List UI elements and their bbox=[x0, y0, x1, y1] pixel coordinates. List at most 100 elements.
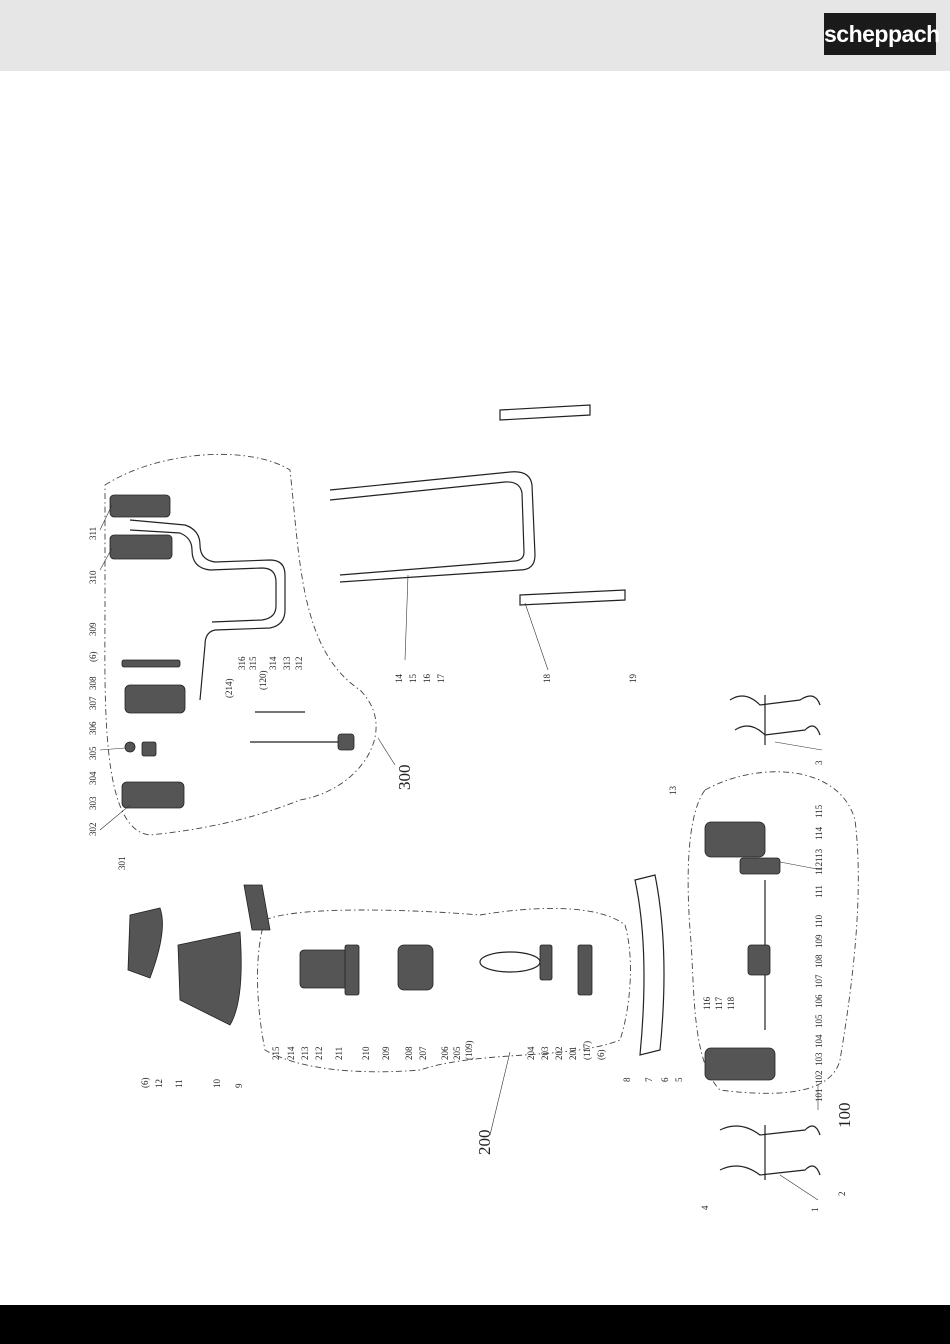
part-201 bbox=[577, 944, 593, 996]
part-label: (6) bbox=[88, 652, 98, 663]
part-label: 205 bbox=[452, 1046, 462, 1060]
part-label: 107 bbox=[814, 974, 824, 988]
vent-9 bbox=[243, 884, 271, 931]
part-label: 305 bbox=[88, 746, 98, 760]
part-304 bbox=[124, 741, 136, 753]
part-label: 11 bbox=[174, 1079, 184, 1088]
part-label: 106 bbox=[814, 994, 824, 1008]
part-label: 303 bbox=[88, 796, 98, 810]
part-label: (6) bbox=[140, 1078, 150, 1089]
part-label: 311 bbox=[88, 527, 98, 540]
part-label: (120) bbox=[258, 671, 268, 691]
motor-end-plate bbox=[344, 944, 360, 996]
group-100-outline bbox=[687, 771, 859, 1094]
plug-312 bbox=[337, 733, 355, 751]
handle-grip-18 bbox=[519, 589, 626, 606]
part-301 bbox=[121, 781, 185, 809]
part-label: 118 bbox=[726, 996, 736, 1010]
part-label: 315 bbox=[248, 656, 258, 670]
part-label: 5 bbox=[674, 1077, 684, 1082]
part-label: 207 bbox=[418, 1046, 428, 1060]
part-label: 12 bbox=[154, 1079, 164, 1088]
part-label: 212 bbox=[314, 1047, 324, 1061]
part-label: 206 bbox=[440, 1046, 450, 1060]
handle-cover-311 bbox=[109, 494, 171, 518]
handle-cover-310 bbox=[109, 534, 173, 560]
part-label: 9 bbox=[234, 1083, 244, 1088]
part-label: 4 bbox=[700, 1205, 710, 1210]
part-label: 307 bbox=[88, 696, 98, 710]
part-label-list: 311 310 309 (6) 308 307 306 305 304 303 … bbox=[88, 527, 847, 1212]
part-label: 102 bbox=[814, 1071, 824, 1085]
part-label: 105 bbox=[814, 1014, 824, 1028]
handle-bar bbox=[129, 519, 286, 701]
part-label: 1 bbox=[810, 1208, 820, 1213]
part-label: 109 bbox=[814, 934, 824, 948]
part-label: 302 bbox=[88, 823, 98, 837]
part-label: 110 bbox=[814, 914, 824, 928]
part-label: 204 bbox=[526, 1046, 536, 1060]
motor-housing-211 bbox=[299, 949, 351, 989]
part-11 bbox=[127, 907, 163, 979]
leader-lines bbox=[99, 504, 823, 1201]
worm-gear-108 bbox=[747, 944, 771, 976]
part-label: 113 bbox=[814, 848, 824, 862]
part-label: 112 bbox=[814, 862, 824, 875]
part-306 bbox=[124, 684, 186, 714]
handle-bar-inner bbox=[129, 529, 277, 623]
group-label-300: 300 bbox=[395, 765, 414, 791]
part-label: 304 bbox=[88, 771, 98, 785]
gear-housing-101 bbox=[704, 1047, 776, 1081]
part-label: 313 bbox=[282, 656, 292, 670]
part-label: 116 bbox=[702, 996, 712, 1010]
part-label: 18 bbox=[542, 674, 552, 684]
switch-305 bbox=[141, 741, 157, 757]
part-label: 310 bbox=[88, 570, 98, 584]
group-300-outline bbox=[104, 453, 377, 836]
part-label: (214) bbox=[224, 679, 234, 699]
part-label: 6 bbox=[660, 1077, 670, 1082]
part-label: 117 bbox=[714, 996, 724, 1010]
housing-10 bbox=[177, 931, 242, 1026]
part-label: 104 bbox=[814, 1034, 824, 1048]
part-111 bbox=[739, 857, 781, 875]
tine-assembly-3 bbox=[729, 695, 821, 736]
part-label: 14 bbox=[394, 674, 404, 684]
part-label: 316 bbox=[237, 656, 247, 670]
part-label: 312 bbox=[294, 657, 304, 671]
upper-handle-inner bbox=[329, 481, 525, 576]
part-label: 202 bbox=[554, 1047, 564, 1061]
part-label: 211 bbox=[334, 1047, 344, 1060]
handle-grip-top bbox=[499, 404, 591, 421]
part-label: (109) bbox=[464, 1041, 474, 1061]
part-label: 314 bbox=[268, 656, 278, 670]
page-header: scheppach bbox=[0, 0, 950, 71]
part-label: 203 bbox=[540, 1046, 550, 1060]
part-label: 19 bbox=[628, 674, 638, 684]
part-label: (6) bbox=[596, 1050, 606, 1061]
armature-205 bbox=[479, 951, 541, 973]
part-label: 301 bbox=[117, 857, 127, 871]
upper-handle bbox=[329, 471, 536, 583]
part-label: 215 bbox=[271, 1046, 281, 1060]
part-label: 208 bbox=[404, 1046, 414, 1060]
part-label: 8 bbox=[622, 1077, 632, 1082]
part-label: 17 bbox=[436, 674, 446, 684]
field-coil-208 bbox=[397, 944, 434, 991]
group-label-200: 200 bbox=[475, 1130, 494, 1156]
part-label: 115 bbox=[814, 804, 824, 818]
part-label: 210 bbox=[361, 1046, 371, 1060]
part-label: 213 bbox=[300, 1046, 310, 1060]
part-308 bbox=[121, 659, 181, 668]
fan-204 bbox=[539, 944, 553, 981]
guard-7 bbox=[634, 874, 665, 1056]
part-label: 308 bbox=[88, 676, 98, 690]
part-label: 103 bbox=[814, 1052, 824, 1066]
part-label: (117) bbox=[582, 1041, 592, 1060]
part-label: 309 bbox=[88, 622, 98, 636]
part-label: 214 bbox=[286, 1046, 296, 1060]
group-200-outline bbox=[257, 908, 631, 1073]
part-label: 306 bbox=[88, 721, 98, 735]
part-label: 15 bbox=[408, 674, 418, 684]
